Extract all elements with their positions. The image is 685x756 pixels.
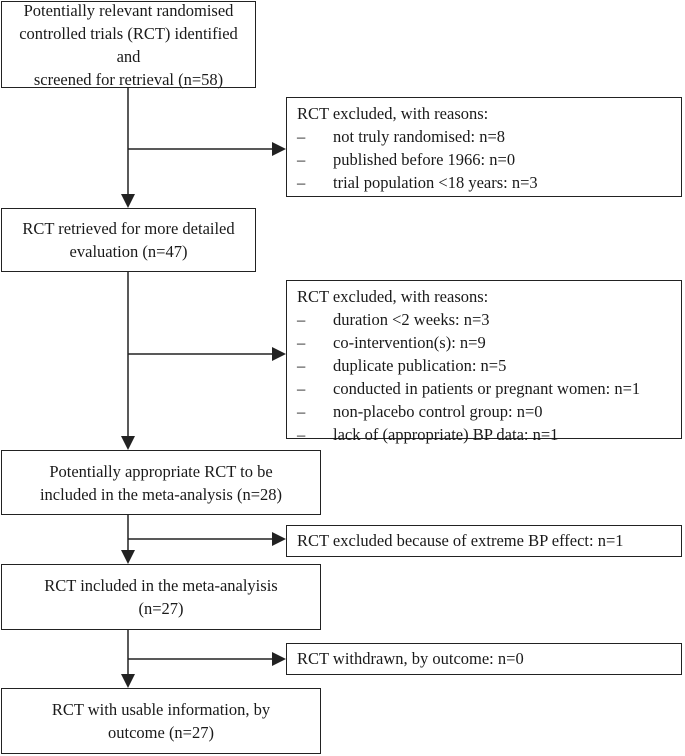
reason-text: duplicate publication: n=5: [333, 356, 507, 375]
dash: –: [297, 402, 306, 421]
exclusion-2-reason-5: – non-placebo control group: n=0: [297, 400, 671, 423]
reason-text: trial population <18 years: n=3: [333, 173, 538, 192]
exclusion-4-heading: RCT withdrawn, by outcome: n=0: [297, 649, 524, 668]
reason-text: duration <2 weeks: n=3: [333, 310, 490, 329]
exclusion-1-reason-3: – trial population <18 years: n=3: [297, 171, 671, 194]
included-line-2: (n=27): [138, 599, 184, 618]
exclusion-2-reason-1: – duration <2 weeks: n=3: [297, 308, 671, 331]
reason-text: lack of (appropriate) BP data: n=1: [333, 425, 559, 444]
arrowhead-down-2: [121, 436, 135, 450]
exclusion-box-3: RCT excluded because of extreme BP effec…: [286, 525, 682, 557]
reason-text: published before 1966: n=0: [333, 150, 516, 169]
dash: –: [297, 425, 306, 444]
dash: –: [297, 310, 306, 329]
arrowhead-down-3: [121, 550, 135, 564]
exclusion-2-reason-2: – co-intervention(s): n=9: [297, 331, 671, 354]
included-line-1: RCT included in the meta-analyisis: [44, 576, 278, 595]
exclusion-box-2: RCT excluded, with reasons: – duration <…: [286, 280, 682, 444]
usable-line-1: RCT with usable information, by: [51, 700, 271, 719]
arrowhead-down-1: [121, 194, 135, 208]
reason-text: co-intervention(s): n=9: [333, 333, 486, 352]
exclusion-1-reason-2: – published before 1966: n=0: [297, 148, 671, 171]
appropriate-trials-box: Potentially appropriate RCT to be includ…: [1, 450, 321, 515]
dash: –: [297, 173, 306, 192]
screened-line-2: controlled trials (RCT) identified and: [19, 23, 238, 66]
usable-information-box: RCT with usable information, by outcome …: [1, 688, 321, 754]
dash: –: [297, 333, 306, 352]
exclusion-2-reason-4: – conducted in patients or pregnant wome…: [297, 377, 671, 400]
exclusion-1-reason-1: – not truly randomised: n=8: [297, 125, 671, 148]
arrowhead-right-1: [272, 142, 286, 156]
reason-text: non-placebo control group: n=0: [333, 402, 543, 421]
screened-trials-box: Potentially relevant randomised controll…: [1, 0, 256, 89]
reason-text: conducted in patients or pregnant women:…: [333, 379, 641, 398]
dash: –: [297, 379, 306, 398]
included-trials-box: RCT included in the meta-analyisis (n=27…: [1, 564, 321, 630]
exclusion-2-reason-3: – duplicate publication: n=5: [297, 354, 671, 377]
arrowhead-down-4: [121, 674, 135, 688]
exclusion-2-heading: RCT excluded, with reasons:: [297, 287, 489, 306]
appropriate-line-2: included in the meta-analysis (n=28): [39, 484, 283, 504]
retrieved-line-2: evaluation (n=47): [69, 242, 188, 261]
retrieved-trials-box: RCT retrieved for more detailed evaluati…: [1, 208, 256, 272]
exclusion-1-heading: RCT excluded, with reasons:: [297, 104, 489, 123]
screened-line-3: screened for retrieval (n=58): [33, 69, 224, 89]
arrowhead-right-3: [272, 532, 286, 546]
dash: –: [297, 356, 306, 375]
dash: –: [297, 127, 306, 146]
appropriate-line-1: Potentially appropriate RCT to be: [49, 461, 273, 481]
exclusion-3-heading: RCT excluded because of extreme BP effec…: [297, 531, 624, 550]
usable-line-2: outcome (n=27): [108, 723, 214, 742]
exclusion-box-1: RCT excluded, with reasons: – not truly …: [286, 97, 682, 197]
dash: –: [297, 150, 306, 169]
exclusion-box-4: RCT withdrawn, by outcome: n=0: [286, 643, 682, 675]
arrowhead-right-4: [272, 652, 286, 666]
retrieved-line-1: RCT retrieved for more detailed: [22, 219, 235, 238]
screened-line-1: Potentially relevant randomised: [23, 0, 234, 20]
arrowhead-right-2: [272, 347, 286, 361]
reason-text: not truly randomised: n=8: [333, 127, 505, 146]
exclusion-2-reason-6: – lack of (appropriate) BP data: n=1: [297, 423, 671, 446]
